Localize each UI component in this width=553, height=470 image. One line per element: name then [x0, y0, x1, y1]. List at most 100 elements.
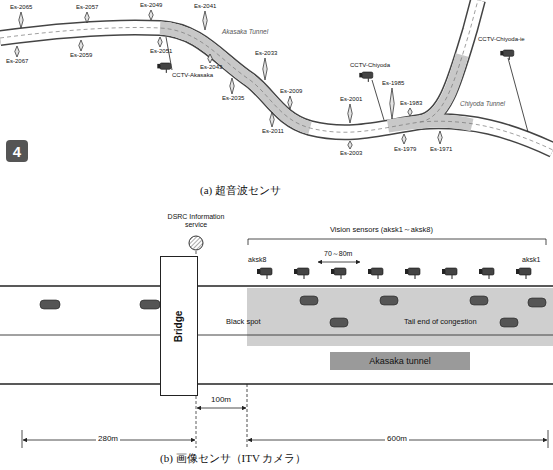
- node-text: 4: [13, 143, 21, 160]
- sensor-id: Es-2033: [255, 50, 277, 57]
- tunnel-name: Chiyoda Tunnel: [460, 100, 505, 107]
- ultrasonic-sensor-pin: [203, 11, 207, 30]
- sensor-id: Es-2051: [150, 48, 172, 55]
- dimension: 600m: [385, 434, 409, 443]
- ultrasonic-sensor-pin: [270, 112, 274, 127]
- tunnel-band: Akasaka tunnel: [330, 352, 470, 370]
- congestion-label: Tail end of congestion: [404, 318, 477, 327]
- camera-label: CCTV-Chiyoda: [350, 62, 390, 69]
- camera-lens: [516, 269, 519, 274]
- sensor-id: Es-2049: [140, 2, 162, 9]
- sensor-id: Es-1971: [430, 146, 452, 153]
- road-section: [0, 286, 553, 384]
- camera-mount: [509, 56, 510, 60]
- camera-id: aksk8: [248, 256, 266, 264]
- ultrasonic-sensor-pin: [19, 12, 23, 28]
- camera-mount: [166, 69, 167, 73]
- sensor-id: Es-2001: [340, 96, 362, 103]
- sensor-id: Es-2065: [10, 4, 32, 11]
- camera-mount: [415, 275, 416, 279]
- dimension: 280m: [96, 434, 120, 443]
- ultrasonic-sensor-pin: [149, 10, 153, 20]
- sensor-id: Es-2059: [70, 52, 92, 59]
- camera-body: [519, 268, 531, 275]
- dimension: 100m: [211, 395, 231, 404]
- ultrasonic-sensor-pin: [348, 104, 352, 123]
- camera-body: [334, 268, 346, 275]
- figure-number-badge: 4: [6, 140, 28, 162]
- camera-lens: [294, 269, 297, 274]
- ultrasonic-sensor-pin: [85, 12, 89, 23]
- sensor-id: Es-2003: [340, 150, 362, 157]
- camera-lens: [405, 269, 408, 274]
- vehicles: [40, 296, 546, 327]
- ultrasonic-sensor-pin: [158, 37, 162, 47]
- ultrasonic-sensor-pin: [408, 108, 412, 116]
- ultrasonic-sensor-pin: [263, 58, 267, 80]
- sensor-id: Es-1985: [382, 80, 404, 87]
- tunnel-name: Akasaka Tunnel: [222, 28, 268, 35]
- bridge-box: Bridge: [160, 256, 198, 396]
- bracket-label: Vision sensors (aksk1～aksk8): [330, 226, 433, 235]
- camera-mount: [378, 275, 379, 279]
- camera-body: [482, 268, 494, 275]
- sensor-id: Es-2041: [194, 3, 216, 10]
- camera-body: [503, 50, 514, 56]
- camera-mount: [341, 275, 342, 279]
- camera-lens: [359, 73, 362, 78]
- camera-mount: [452, 275, 453, 279]
- camera-lens: [331, 269, 334, 274]
- ultrasonic-sensor-pin: [402, 134, 406, 144]
- camera-mount: [304, 275, 305, 279]
- dsrc-label: DSRC Information service: [161, 213, 231, 229]
- camera-lens: [442, 269, 445, 274]
- camera-id: aksk1: [522, 256, 540, 264]
- sensor-id: Es-2011: [262, 128, 284, 135]
- camera-body: [362, 72, 373, 78]
- camera-body: [297, 268, 309, 275]
- camera-lens: [368, 269, 371, 274]
- camera-mount: [526, 275, 527, 279]
- sensor-id: Es-2057: [76, 4, 98, 11]
- ultrasonic-sensor-pin: [208, 54, 212, 63]
- ultrasonic-sensor-pin: [390, 88, 394, 119]
- camera-mount: [368, 78, 369, 82]
- camera-body: [371, 268, 383, 275]
- camera-leader-lines: [166, 37, 528, 132]
- camera-lens: [157, 64, 160, 69]
- camera-body: [445, 268, 457, 275]
- camera-lens: [479, 269, 482, 274]
- sensor-id: Es-2067: [6, 58, 28, 65]
- ultrasonic-sensor-pin: [230, 78, 234, 94]
- expressway-road: [0, 0, 553, 150]
- figure-caption: (b) 画像センサ（ITV カメラ）: [160, 452, 306, 465]
- ultrasonic-sensor-pin: [438, 131, 442, 144]
- camera-body: [260, 268, 272, 275]
- sensor-id: Es-2043: [200, 64, 222, 71]
- camera-label: CCTV-Akasaka: [172, 72, 213, 79]
- ultrasonic-sensor-pin: [15, 46, 19, 57]
- camera-mount: [489, 275, 490, 279]
- camera-label: CCTV-Chiyoda-ie: [478, 36, 525, 43]
- camera-lens: [500, 51, 503, 56]
- dimension-lines: [22, 239, 548, 448]
- camera-body: [408, 268, 420, 275]
- sensor-id: Es-1979: [394, 146, 416, 153]
- camera-lens: [257, 269, 260, 274]
- ultrasonic-sensor-pin: [79, 40, 83, 51]
- camera-body: [160, 63, 171, 69]
- node-text: Akasaka tunnel: [369, 356, 431, 366]
- ultrasonic-sensor-pin: [288, 96, 292, 109]
- node-text: Bridge: [173, 310, 184, 342]
- sensor-id: Es-1983: [400, 100, 422, 107]
- camera-mount: [267, 275, 268, 279]
- sensor-id: Es-2009: [280, 88, 302, 95]
- figure-caption: (a) 超音波センサ: [200, 184, 281, 197]
- spacing-dimension: 70～80m: [324, 250, 352, 258]
- sensor-id: Es-2035: [222, 95, 244, 102]
- spot-label: Black spot: [226, 318, 261, 327]
- ultrasonic-sensor-pin: [348, 141, 352, 149]
